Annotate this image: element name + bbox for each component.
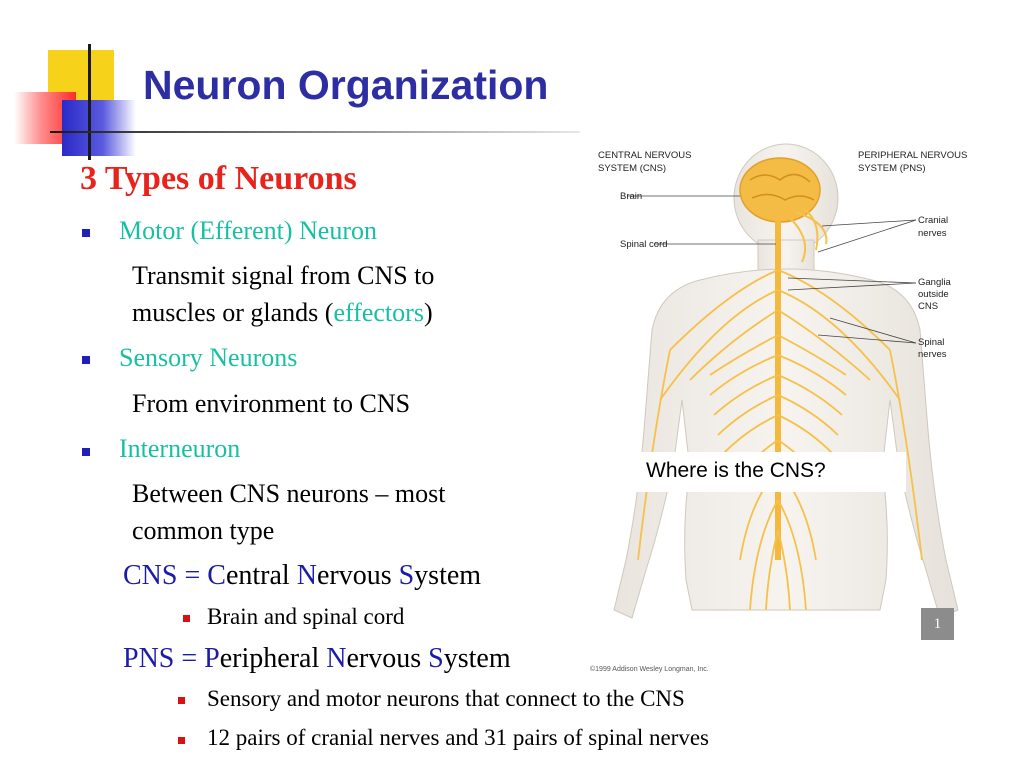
pns-bullet-2: 12 pairs of cranial nerves and 31 pairs … [207, 725, 710, 750]
label-brain: Brain [620, 191, 642, 202]
bullet-icon [178, 737, 185, 744]
neuron-type-motor: Motor (Efferent) Neuron [119, 216, 377, 245]
bullet-icon [82, 356, 90, 364]
cns-definition: CNS = Central Nervous System [123, 560, 482, 591]
cns-question-callout: Where is the CNS? [634, 452, 906, 492]
bullet-icon [82, 448, 90, 456]
pns-definition: PNS = Peripheral Nervous System [123, 643, 511, 674]
bullet-icon [183, 615, 190, 622]
interneuron-description-line1: Between CNS neurons – most [132, 479, 446, 508]
title-underline [50, 131, 580, 133]
effectors-highlight: effectors [333, 298, 424, 327]
cranial-nerves [789, 207, 828, 263]
figure-copyright: ©1999 Addison Wesley Longman, Inc. [590, 666, 709, 673]
label-spinal-cord: Spinal cord [620, 239, 668, 250]
title-decoration-vertical-line [88, 44, 91, 160]
slide-number: 1 [921, 608, 954, 640]
neuron-type-interneuron: Interneuron [119, 434, 241, 463]
motor-description-line1: Transmit signal from CNS to [132, 261, 435, 290]
slide-title: Neuron Organization [143, 62, 549, 108]
section-heading: 3 Types of Neurons [80, 160, 357, 197]
label-leader-lines [628, 195, 917, 344]
sensory-description: From environment to CNS [132, 389, 411, 418]
bullet-icon [178, 697, 185, 704]
title-decoration-blue-square [62, 100, 136, 156]
motor-description-line2: muscles or glands (effectors) [132, 298, 433, 327]
pns-bullet-1: Sensory and motor neurons that connect t… [207, 686, 685, 711]
cns-bullet: Brain and spinal cord [207, 604, 405, 629]
brain-icon [739, 157, 821, 223]
neuron-type-sensory: Sensory Neurons [119, 343, 298, 372]
bullet-icon [82, 229, 90, 237]
interneuron-description-line2: common type [132, 516, 275, 545]
